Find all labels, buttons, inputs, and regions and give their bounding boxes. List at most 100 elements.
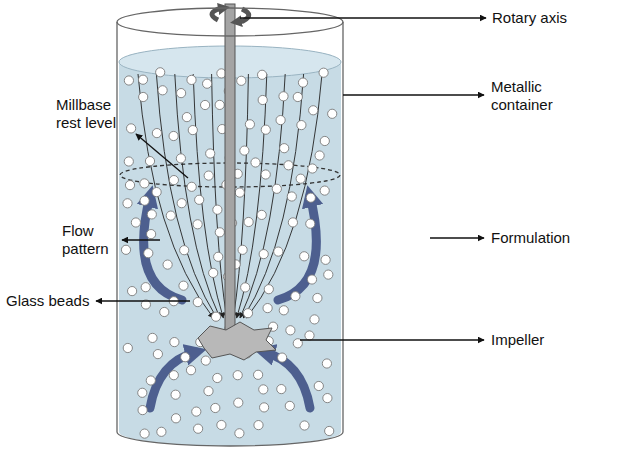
glass-bead: [328, 109, 337, 118]
glass-bead: [194, 424, 203, 433]
glass-bead: [313, 293, 322, 302]
part-label: Impeller: [491, 331, 544, 349]
glass-bead: [325, 426, 334, 435]
glass-bead: [193, 220, 202, 229]
streamline: [193, 74, 223, 318]
glass-bead: [274, 247, 283, 256]
glass-bead: [188, 126, 197, 135]
glass-bead: [147, 230, 156, 239]
glass-bead: [153, 350, 162, 359]
glass-bead: [319, 68, 328, 77]
streamline: [243, 74, 303, 318]
glass-bead: [251, 158, 260, 167]
glass-bead: [211, 403, 220, 412]
glass-bead: [278, 353, 287, 362]
glass-bead: [125, 181, 134, 190]
glass-bead: [305, 331, 314, 340]
glass-bead: [138, 75, 147, 84]
glass-bead: [123, 343, 132, 352]
glass-bead: [279, 306, 288, 315]
glass-bead: [264, 285, 273, 294]
glass-bead: [144, 249, 153, 258]
glass-bead: [182, 113, 191, 122]
part-label: Rotary axis: [492, 9, 567, 27]
glass-bead: [215, 100, 224, 109]
glass-bead: [284, 161, 293, 170]
part-label: Millbase rest level: [56, 96, 134, 132]
glass-bead: [156, 68, 165, 77]
glass-bead: [259, 250, 268, 259]
glass-bead: [209, 268, 218, 277]
glass-bead: [237, 76, 246, 85]
glass-bead: [123, 199, 132, 208]
rotation-arrow: [236, 9, 249, 22]
glass-bead: [195, 195, 204, 204]
glass-bead: [176, 154, 185, 163]
glass-bead: [177, 199, 186, 208]
glass-bead: [276, 116, 285, 125]
part-label: Flow pattern: [62, 222, 120, 258]
glass-bead: [152, 188, 161, 197]
glass-bead: [169, 371, 178, 380]
glass-bead: [127, 124, 136, 133]
glass-bead: [201, 356, 210, 365]
glass-bead: [272, 184, 281, 193]
glass-bead: [259, 385, 268, 394]
glass-bead: [261, 125, 270, 134]
leader-lines: [96, 18, 486, 340]
glass-bead: [280, 144, 289, 153]
glass-bead: [297, 121, 306, 130]
glass-bead: [128, 287, 137, 296]
glass-bead: [148, 333, 157, 342]
glass-bead: [322, 359, 331, 368]
glass-bead: [181, 353, 190, 362]
impeller-disc: [198, 322, 276, 360]
glass-bead: [131, 218, 140, 227]
glass-bead: [186, 366, 195, 375]
glass-bead: [138, 388, 147, 397]
glass-bead: [286, 326, 295, 335]
glass-bead: [314, 381, 323, 390]
glass-bead: [244, 217, 253, 226]
glass-bead: [147, 210, 156, 219]
glass-bead: [139, 92, 148, 101]
part-label: Glass beads: [6, 292, 89, 310]
glass-bead: [213, 373, 222, 382]
glass-bead: [163, 260, 172, 269]
glass-bead: [201, 100, 210, 109]
glass-bead: [171, 390, 180, 399]
glass-bead: [298, 78, 307, 87]
glass-bead: [214, 252, 223, 261]
glass-bead: [287, 192, 296, 201]
glass-bead: [243, 309, 252, 318]
glass-bead: [323, 394, 332, 403]
glass-bead: [300, 252, 309, 261]
streamline: [138, 74, 213, 318]
glass-bead: [310, 315, 319, 324]
glass-bead: [193, 298, 202, 307]
glass-bead: [179, 281, 188, 290]
glass-bead: [306, 219, 315, 228]
glass-bead: [240, 146, 249, 155]
glass-bead: [257, 210, 266, 219]
glass-bead: [245, 120, 254, 129]
rotary-shaft: [225, 4, 235, 344]
streamline: [247, 74, 322, 318]
glass-bead: [169, 176, 178, 185]
glass-bead: [121, 245, 130, 254]
glass-bead: [187, 75, 196, 84]
glass-bead: [234, 398, 243, 407]
glass-bead: [320, 186, 329, 195]
glass-bead: [146, 376, 155, 385]
part-label: Metallic container: [491, 78, 591, 114]
glass-bead: [307, 275, 316, 284]
glass-bead: [124, 157, 133, 166]
glass-bead: [157, 427, 166, 436]
glass-bead: [258, 95, 267, 104]
glass-bead: [215, 228, 224, 237]
glass-bead: [206, 149, 215, 158]
glass-bead: [170, 338, 179, 347]
glass-bead: [235, 188, 244, 197]
glass-bead: [211, 312, 220, 321]
glass-bead: [140, 429, 149, 438]
